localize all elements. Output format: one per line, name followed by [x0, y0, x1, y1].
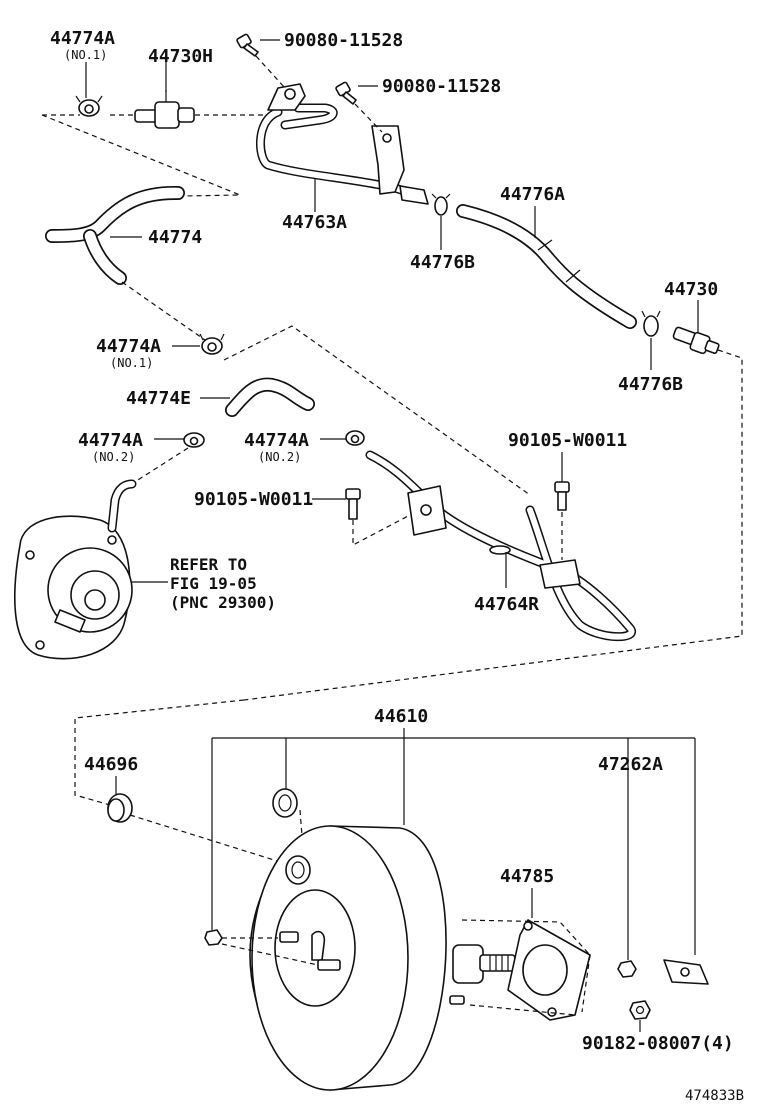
- ref-line-1: REFER TO: [170, 555, 247, 574]
- phantom-line-44774: [41, 114, 241, 197]
- label-90080-a: 90080-11528: [284, 30, 403, 51]
- label-90105-a: 90105-W0011: [194, 489, 313, 510]
- label-44774A-top-sub: (NO.1): [64, 48, 107, 62]
- pipe-44763A: [255, 83, 429, 205]
- leader-44610: [211, 728, 696, 960]
- label-44763A: 44763A: [282, 212, 347, 233]
- label-44776B-lower: 44776B: [618, 374, 683, 395]
- clip-44776B-upper: [431, 193, 451, 216]
- label-90080-b: 90080-11528: [382, 76, 501, 97]
- label-44774A-top: 44774A: [50, 28, 115, 49]
- label-44774A-mid: 44774A: [96, 336, 161, 357]
- phantom-line-clip-left: [129, 447, 189, 486]
- bolt-90105-a: [345, 488, 411, 546]
- label-44696: 44696: [84, 754, 138, 775]
- label-44774A-no2-right: 44774A: [244, 430, 309, 451]
- label-44774A-no2-left-sub: (NO.2): [92, 450, 135, 464]
- clip-44774A-no2-right: [345, 430, 365, 446]
- label-44774E: 44774E: [126, 388, 191, 409]
- clip-44774A-no2-left: [183, 432, 205, 448]
- gasket-44785: [461, 919, 591, 1021]
- figure-code: 474833B: [685, 1088, 744, 1104]
- label-44785: 44785: [500, 866, 554, 887]
- valve-44730: [672, 326, 720, 355]
- grommet-44696: [107, 793, 291, 866]
- label-44764R: 44764R: [474, 594, 539, 615]
- phantom-line-mid: [223, 325, 531, 496]
- label-44730H: 44730H: [148, 46, 213, 67]
- ref-line-3: (PNC 29300): [170, 593, 276, 612]
- label-90105-b: 90105-W0011: [508, 430, 627, 451]
- label-47262A: 47262A: [598, 754, 663, 775]
- bolt-90080-b: [335, 81, 383, 133]
- vacuum-pump: [14, 479, 137, 660]
- bolt-90080-a: [236, 33, 286, 89]
- nut-90182: [629, 1000, 651, 1020]
- clevis-47262A: [663, 959, 709, 985]
- clip-44776B-lower: [641, 310, 661, 337]
- hose-44774: [45, 185, 206, 341]
- clip-44774A-no1-mid: [199, 333, 225, 355]
- label-44774A-no2-right-sub: (NO.2): [258, 450, 301, 464]
- label-44776B-upper: 44776B: [410, 252, 475, 273]
- label-44730: 44730: [664, 279, 718, 300]
- bolt-90105-b: [554, 481, 570, 560]
- phantom-line-44730: [74, 349, 743, 806]
- brake-booster-44610: [249, 825, 516, 1091]
- hose-44774E: [225, 377, 315, 417]
- label-44610: 44610: [374, 706, 428, 727]
- label-44776A: 44776A: [500, 184, 565, 205]
- label-44774A-mid-sub: (NO.1): [110, 356, 153, 370]
- label-44774: 44774: [148, 227, 202, 248]
- hose-44776A: [456, 204, 637, 329]
- ref-line-2: FIG 19-05: [170, 574, 257, 593]
- label-44774A-no2-left: 44774A: [78, 430, 143, 451]
- nut-left: [204, 929, 319, 966]
- label-90182: 90182-08007(4): [582, 1033, 734, 1054]
- valve-44730H: [134, 90, 195, 129]
- pipe-44764R: [365, 450, 637, 642]
- clip-44774A-no1-top: [75, 95, 103, 117]
- nut-47262A: [617, 960, 637, 978]
